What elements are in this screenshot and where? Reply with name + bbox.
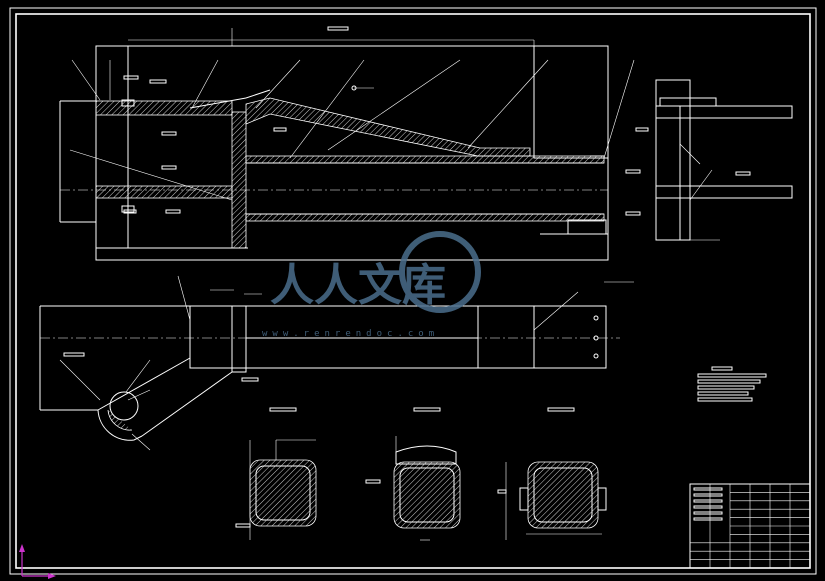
title-block-entry xyxy=(693,487,723,491)
technical-notes xyxy=(697,366,767,402)
title-block-entry xyxy=(693,517,723,521)
side-view xyxy=(625,79,793,241)
section-2-label xyxy=(413,407,441,412)
section-3-label xyxy=(547,407,575,412)
title-block xyxy=(689,483,811,569)
dimension-callouts xyxy=(123,75,374,214)
section-1-label xyxy=(269,407,297,412)
watermark-logo: 人人文库 xyxy=(270,260,446,311)
section-views xyxy=(235,407,607,541)
section-1 xyxy=(235,439,317,540)
title-block-entry xyxy=(693,493,723,497)
watermark-ring-icon xyxy=(399,231,481,313)
watermark: 人人文库 www.renrendoc.com xyxy=(262,231,481,339)
sheet-border xyxy=(9,7,817,575)
section-2 xyxy=(365,436,461,541)
plan-view xyxy=(39,275,634,451)
title-block-entry xyxy=(693,499,723,503)
title-block-entry xyxy=(693,511,723,515)
title-block-entry xyxy=(693,505,723,509)
section-3 xyxy=(497,461,607,540)
watermark-url: www.renrendoc.com xyxy=(262,329,439,339)
main-elevation-view xyxy=(59,26,635,261)
ucs-axis-icon xyxy=(19,544,56,579)
